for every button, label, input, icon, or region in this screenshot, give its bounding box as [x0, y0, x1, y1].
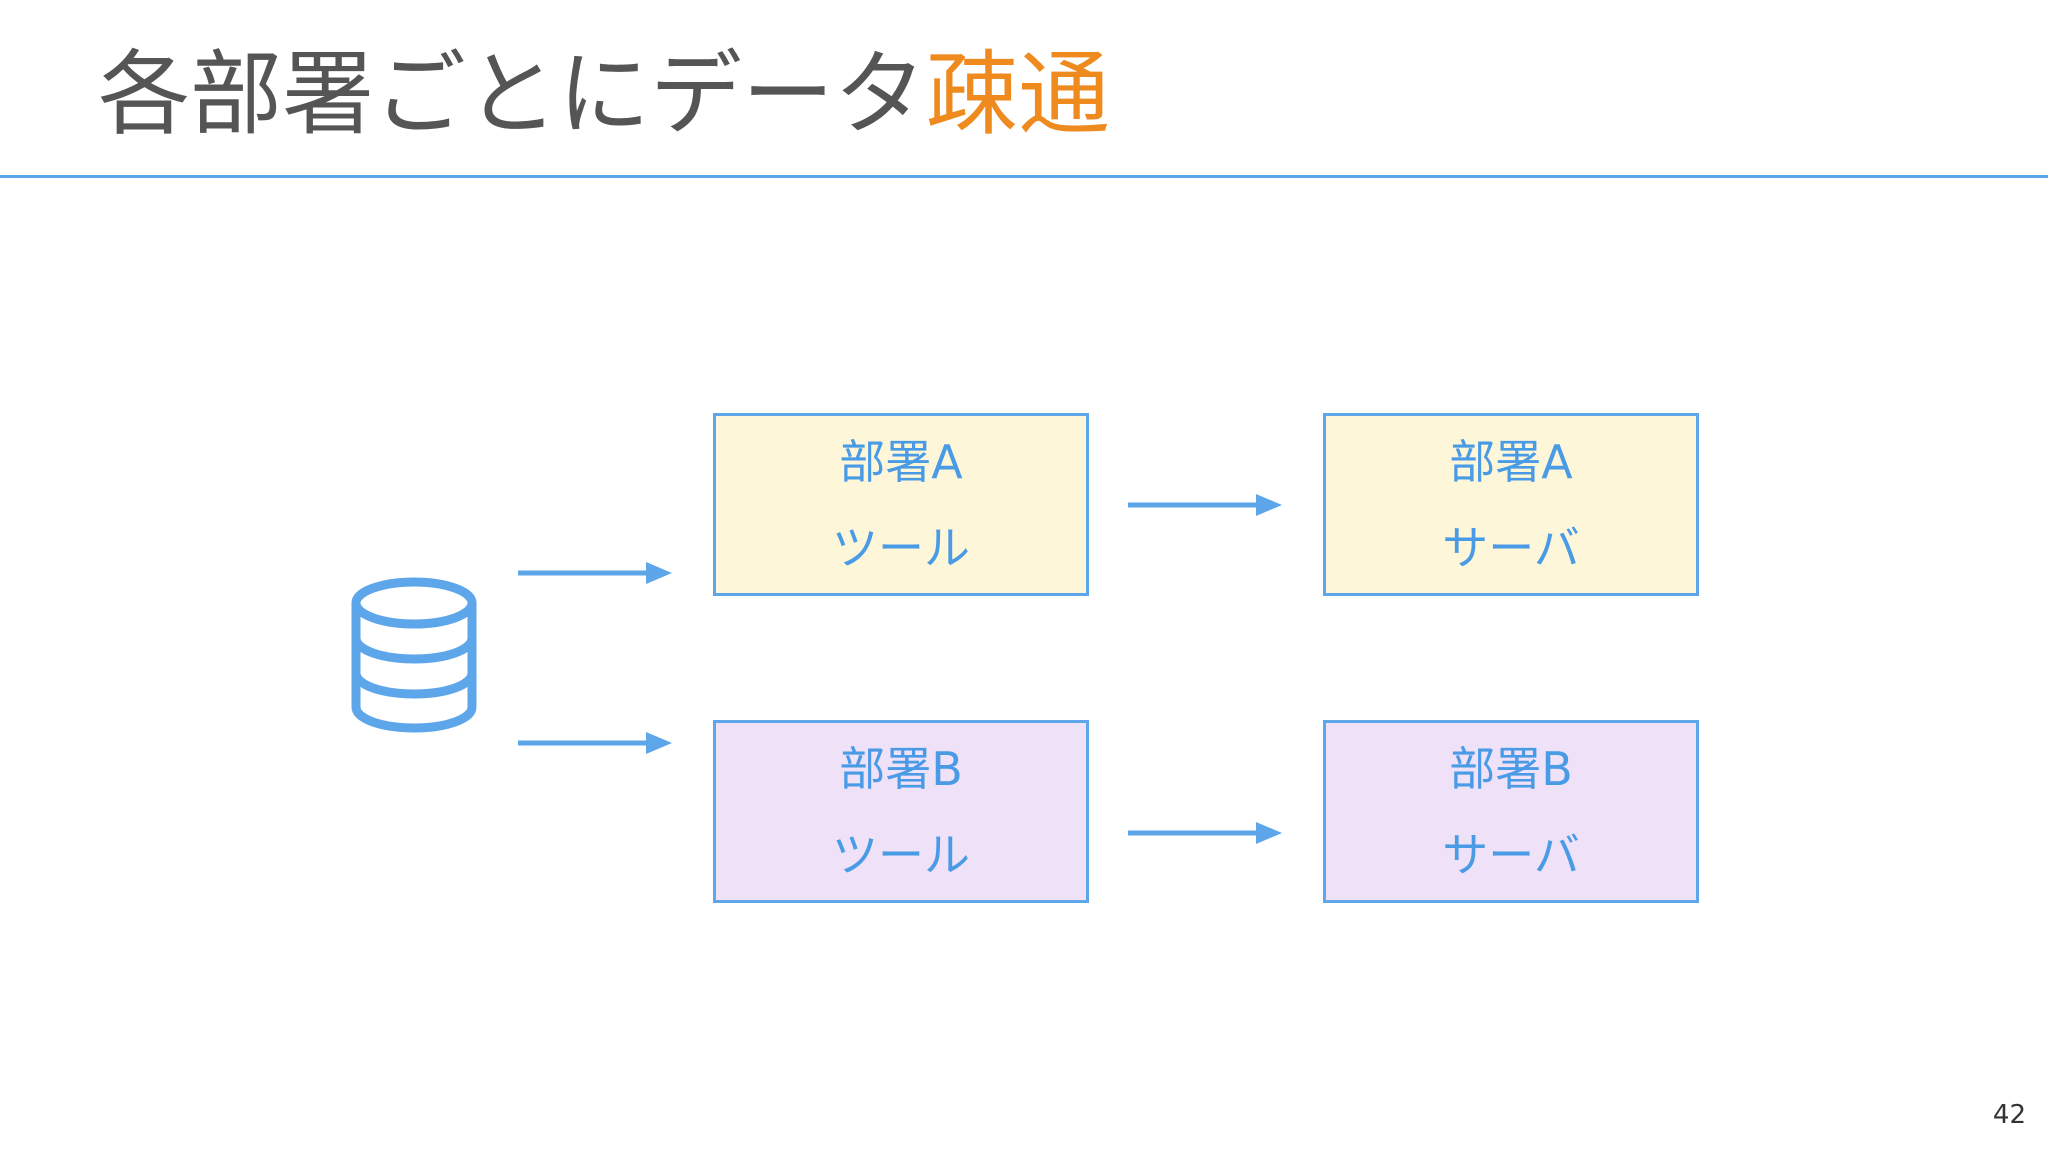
title-main: 各部署ごとにデータ	[98, 41, 927, 148]
dept-a-tool-type-label: ツール	[832, 520, 970, 575]
arrow-db-to-dept-a-tool	[518, 562, 672, 584]
dept-b-server-dept-label: 部署B	[1449, 741, 1573, 796]
dept-a-server-box: 部署A サーバ	[1323, 413, 1699, 596]
dept-b-tool-box: 部署B ツール	[713, 720, 1089, 903]
dept-b-server-type-label: サーバ	[1442, 827, 1580, 882]
page-number: 42	[1992, 1100, 2026, 1130]
slide-title: 各部署ごとにデータ疎通	[98, 40, 1110, 150]
dept-a-server-type-label: サーバ	[1442, 520, 1580, 575]
database-icon	[351, 577, 477, 733]
arrow-dept-a-tool-to-server	[1128, 494, 1282, 516]
dept-b-tool-type-label: ツール	[832, 827, 970, 882]
dept-b-tool-dept-label: 部署B	[839, 741, 963, 796]
title-underline	[0, 175, 2048, 178]
dept-b-server-box: 部署B サーバ	[1323, 720, 1699, 903]
arrow-db-to-dept-b-tool	[518, 732, 672, 754]
title-accent: 疎通	[926, 41, 1111, 148]
arrow-dept-b-tool-to-server	[1128, 822, 1282, 844]
dept-a-tool-box: 部署A ツール	[713, 413, 1089, 596]
dept-a-tool-dept-label: 部署A	[839, 434, 963, 489]
dept-a-server-dept-label: 部署A	[1449, 434, 1573, 489]
